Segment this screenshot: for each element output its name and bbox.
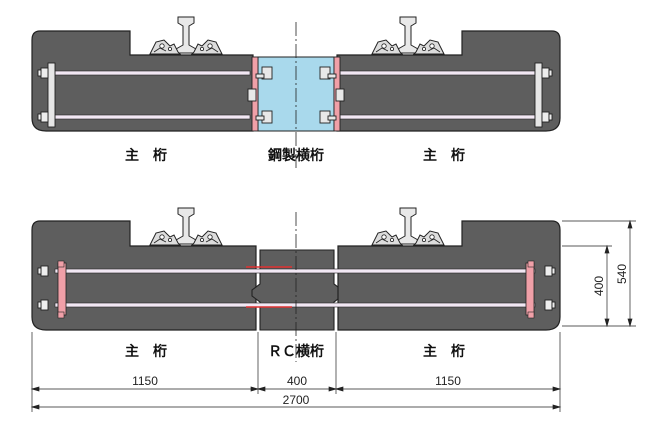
- anchor-plate-icon: [57, 311, 65, 319]
- dimension-lines: [30, 219, 636, 412]
- rail-icon: [397, 16, 419, 54]
- rc-crossbeam: [251, 249, 343, 331]
- rail-fastener-icon: [371, 230, 403, 246]
- dim-center-span: 400: [287, 374, 307, 388]
- bottom-left-girder-label: 主 桁: [125, 343, 167, 360]
- dim-total-width: 2700: [283, 393, 310, 407]
- rail-fastener-icon: [191, 230, 223, 246]
- rail-fastener-icon: [191, 39, 223, 55]
- anchor-zone-left: [57, 262, 67, 316]
- crossbeam-bolts: [247, 66, 345, 124]
- anchor-plate-icon: [57, 260, 65, 268]
- top-right-girder-label: 主 桁: [423, 147, 465, 164]
- top-view-steel-crossbeam: 主 桁 鋼製横桁 主 桁: [31, 16, 561, 168]
- bottom-tendons: [54, 268, 536, 308]
- top-left-girder-label: 主 桁: [125, 147, 167, 164]
- anchor-zone-right: [525, 262, 535, 316]
- rail-fastener-icon: [371, 39, 403, 55]
- anchor-plate-icon: [527, 260, 535, 268]
- anchor-plate-icon: [527, 311, 535, 319]
- top-center-label: 鋼製横桁: [267, 147, 324, 164]
- rail-icon: [397, 207, 419, 245]
- bottom-center-label: ＲＣ横桁: [268, 343, 324, 360]
- rail-fastener-icon: [149, 39, 181, 55]
- rail-icon: [175, 16, 197, 54]
- dim-right-span: 1150: [435, 374, 461, 388]
- bottom-right-girder-label: 主 桁: [423, 343, 465, 360]
- anchor-plate-icon: [534, 62, 543, 128]
- top-left-girder-body: [31, 30, 254, 132]
- dim-height-total: 540: [615, 264, 629, 284]
- anchor-plate-icon: [47, 62, 56, 128]
- top-right-girder-body: [336, 30, 561, 132]
- rail-fastener-icon: [413, 230, 445, 246]
- bottom-view-rc-crossbeam: 主 桁 ＲＣ横桁 主 桁: [31, 207, 561, 362]
- dim-left-span: 1150: [132, 374, 158, 388]
- dim-height-inner: 400: [592, 276, 606, 296]
- rail-icon: [175, 207, 197, 245]
- rail-fastener-icon: [149, 230, 181, 246]
- rail-fastener-icon: [413, 39, 445, 55]
